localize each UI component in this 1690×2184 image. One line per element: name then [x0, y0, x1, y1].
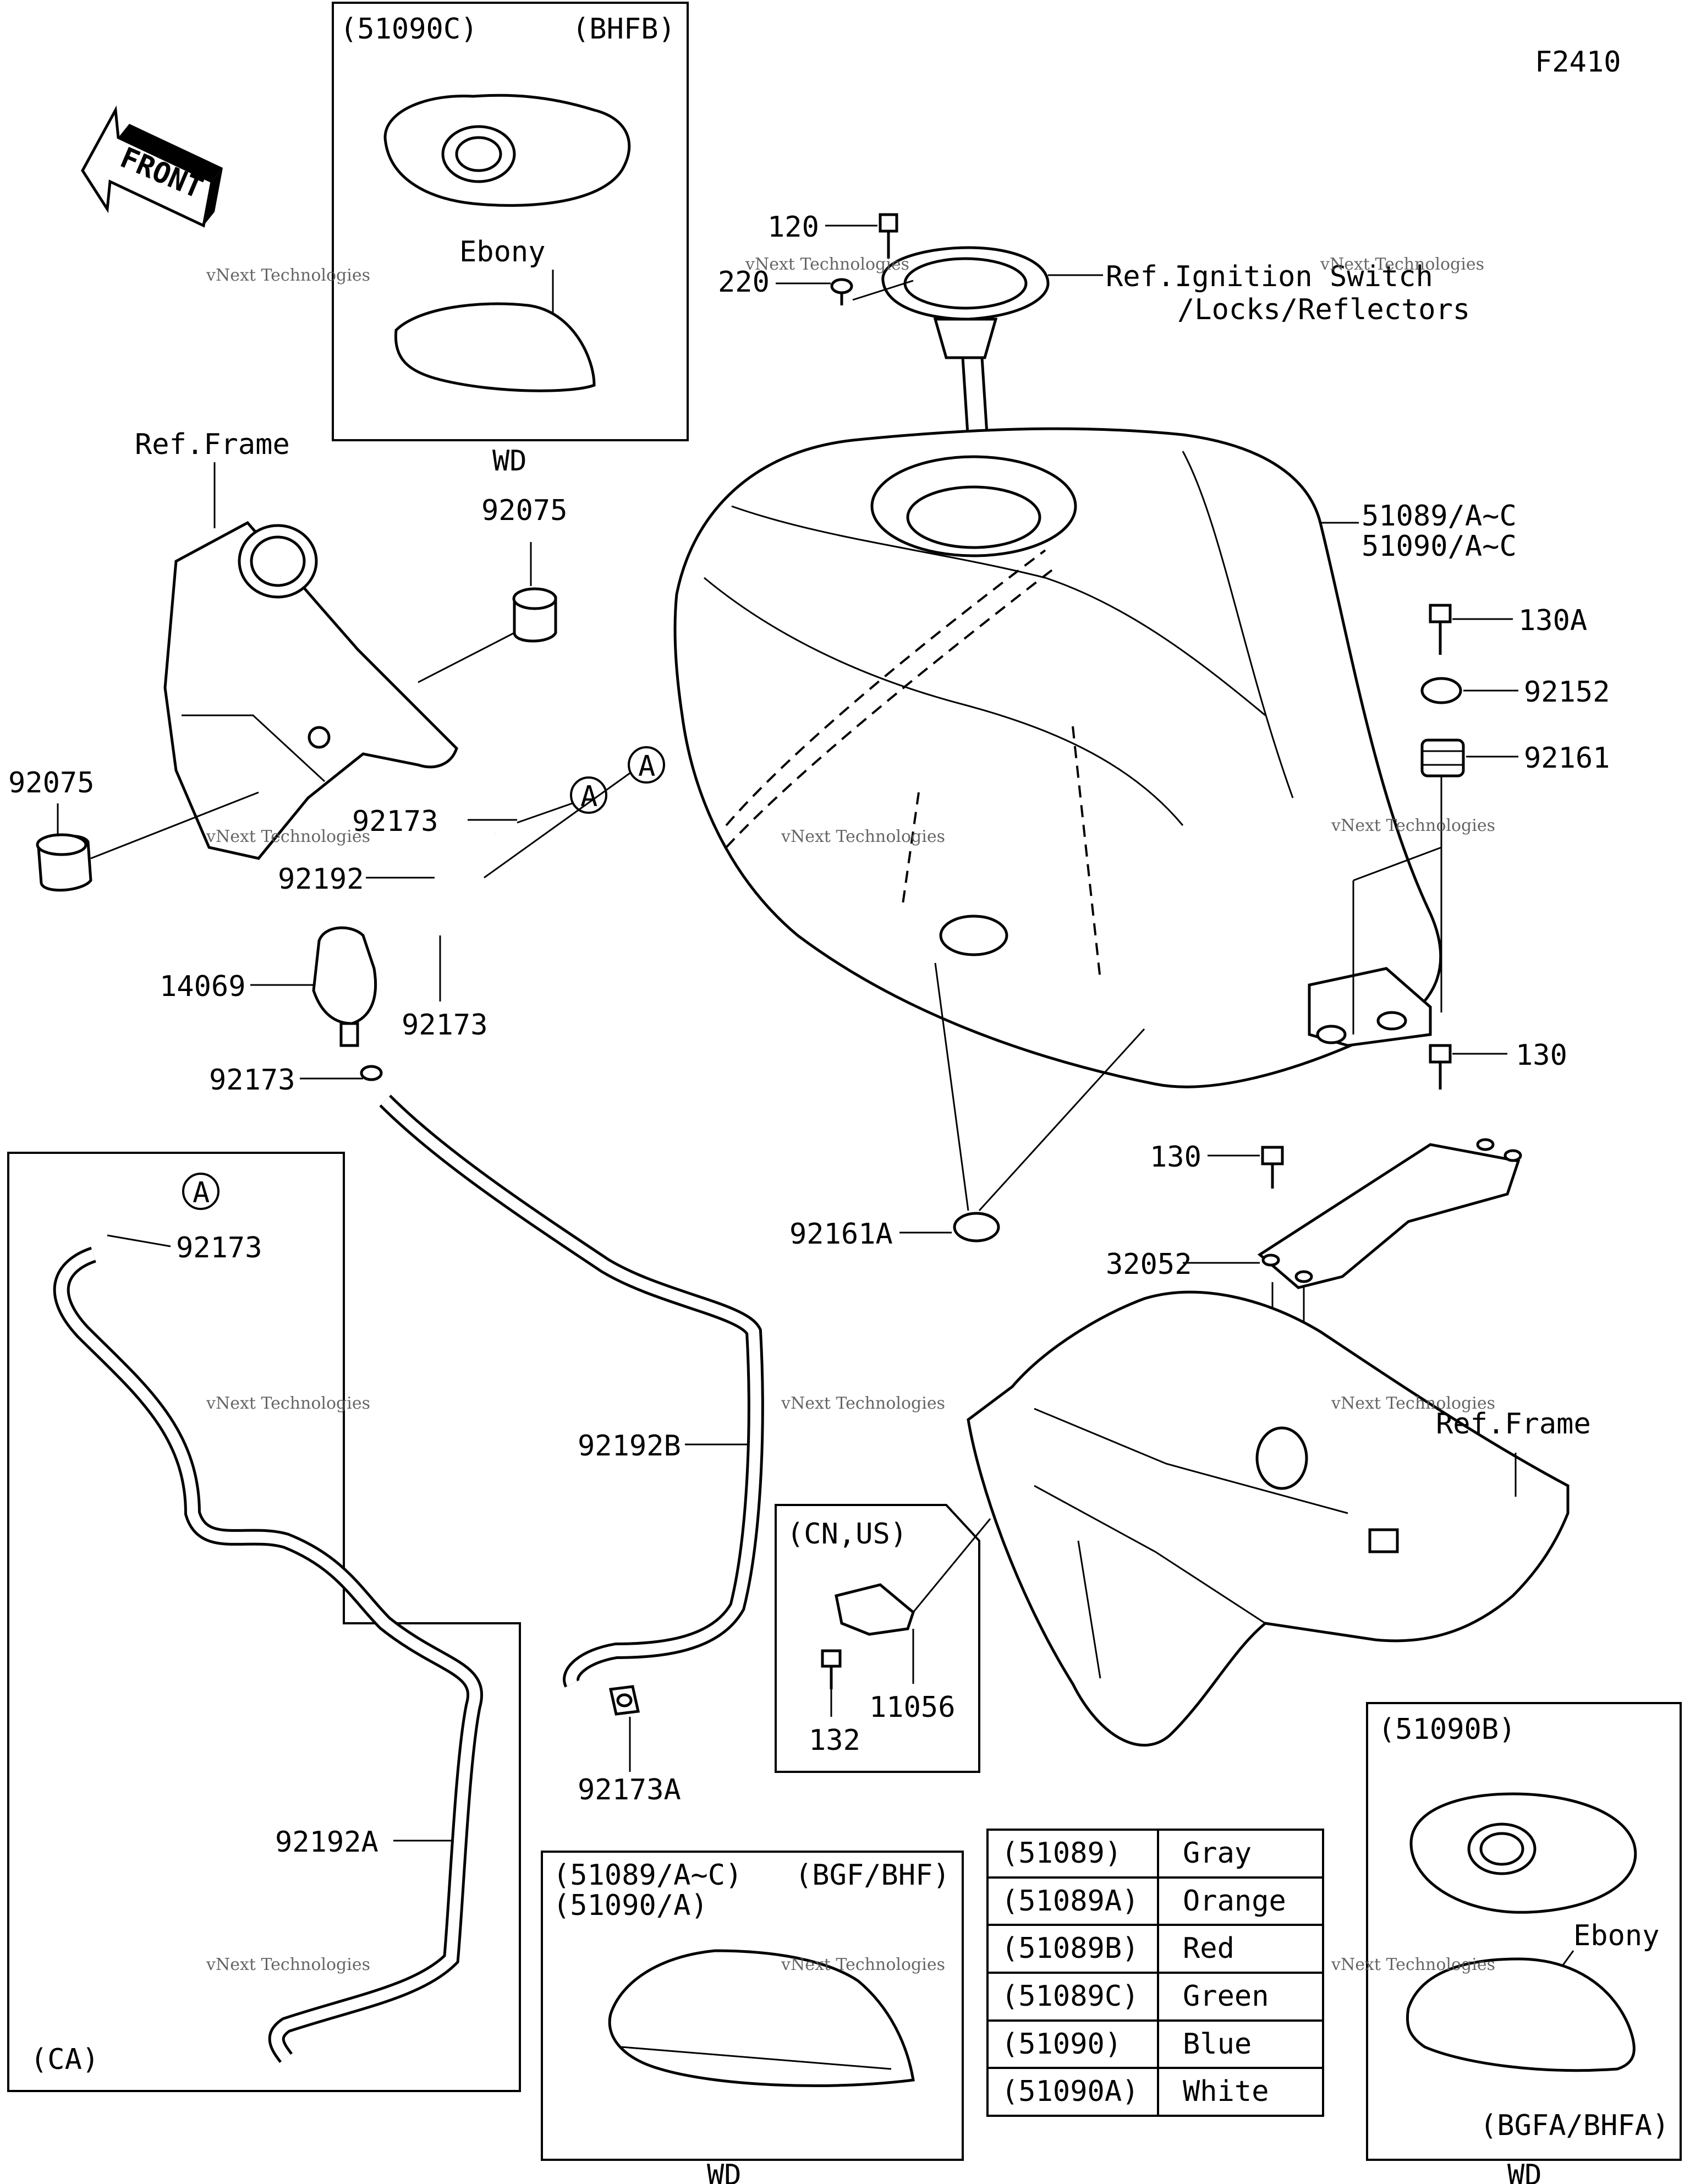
label-ref-frame-right: Ref.Frame [1436, 1408, 1591, 1441]
label-220: 220 [718, 266, 770, 299]
watermark-text: vNext Technologies [781, 1955, 945, 1974]
inset-cnus-bracket: 11056 [869, 1691, 956, 1724]
watermark-text: vNext Technologies [1331, 1955, 1495, 1974]
inset-ca-circle: A [193, 1176, 210, 1209]
label-ref-ignition-2: /Locks/Reflectors [1177, 293, 1470, 326]
label-130a: 130A [1518, 604, 1587, 637]
label-92161: 92161 [1524, 742, 1610, 775]
rubber-92075-left [36, 833, 92, 892]
label-ref-frame-top: Ref.Frame [135, 428, 290, 461]
color-table-color-2: Red [1183, 1932, 1234, 1965]
hose-92192b [379, 1094, 764, 1688]
inset-bgfa: (51090B) Ebony (BGFA/BHFA) WD [1366, 1702, 1682, 2184]
inset-bgfa-footer: WD [1507, 2159, 1542, 2184]
watermark-text: vNext Technologies [206, 266, 370, 285]
inset-bhfb: (51090C) (BHFB) Ebony WD [332, 2, 689, 478]
valve-14069 [312, 926, 377, 1047]
inset-ca-hose: 92192A [275, 1826, 378, 1859]
watermark-text: vNext Technologies [1331, 1394, 1495, 1413]
label-92173-a: 92173 [352, 805, 438, 838]
inset-bgfa-model: (BGFA/BHFA) [1480, 2109, 1669, 2142]
label-92152: 92152 [1524, 676, 1610, 709]
inset-bgf: (51089/A~C) (51090/A) (BGF/BHF) WD [541, 1851, 964, 2184]
inset-bgf-model: (BGF/BHF) [795, 1859, 950, 1892]
bolt-130a [1429, 604, 1452, 655]
color-table-code-4: (51090) [1001, 2028, 1122, 2061]
rear-frame [967, 1290, 1570, 1747]
watermark-text: vNext Technologies [781, 1394, 945, 1413]
watermark-text: vNext Technologies [206, 1394, 370, 1413]
inset-bgf-footer: WD [707, 2159, 742, 2184]
inset-ca: A 92173 92192A (CA) [7, 1152, 521, 2092]
watermark-text: vNext Technologies [206, 1955, 370, 1974]
color-table-code-3: (51089C) [1001, 1980, 1139, 2013]
bolt-130-mid [1261, 1146, 1284, 1189]
color-table-code-5: (51090A) [1001, 2075, 1139, 2108]
front-arrow-icon: FRONT [81, 105, 223, 228]
watermark-text: vNext Technologies [206, 827, 370, 846]
clamp-92173a [608, 1685, 640, 1716]
bolt-130-right [1429, 1044, 1452, 1090]
label-130-mid: 130 [1150, 1141, 1201, 1174]
watermark: vNext Technologies vNext Technologies vN… [206, 255, 1495, 1974]
circle-a2: A [580, 780, 597, 813]
label-14069: 14069 [160, 970, 246, 1003]
damper-92161a [953, 1212, 1000, 1242]
watermark-text: vNext Technologies [745, 255, 909, 274]
color-table-color-0: Gray [1183, 1837, 1252, 1870]
label-51090: 51090/A~C [1362, 530, 1517, 563]
head-pipe-frame [163, 521, 458, 860]
label-120: 120 [767, 211, 819, 244]
inset-bhfb-color: Ebony [459, 236, 546, 269]
label-32052: 32052 [1106, 1248, 1192, 1281]
color-table-color-1: Orange [1183, 1885, 1286, 1918]
inset-cnus: (CN,US) 132 11056 [775, 1504, 991, 1773]
rubber-92075-top [512, 587, 557, 643]
inset-cnus-region: (CN,US) [787, 1518, 907, 1551]
inset-bhfb-part: (51090C) [340, 13, 478, 46]
label-92173-c: 92173 [209, 1064, 295, 1097]
bracket-32052 [1257, 1138, 1522, 1289]
inset-bhfb-model: (BHFB) [572, 13, 676, 46]
label-92173a: 92173A [578, 1774, 681, 1807]
label-92075-left: 92075 [8, 767, 95, 800]
label-130-right: 130 [1516, 1039, 1567, 1072]
damper-92161 [1420, 738, 1465, 778]
color-table-code-2: (51089B) [1001, 1932, 1139, 1965]
color-table-color-5: White [1183, 2075, 1269, 2108]
fuel-cap-assembly [830, 213, 1050, 485]
label-92075-top: 92075 [481, 494, 568, 527]
label-92161a: 92161A [789, 1218, 893, 1251]
label-ref-ignition-1: Ref.Ignition Switch [1106, 260, 1433, 293]
inset-ca-region: (CA) [30, 2043, 99, 2076]
inset-bgfa-color: Ebony [1573, 1919, 1660, 1952]
watermark-text: vNext Technologies [781, 827, 945, 846]
inset-bgf-part2: (51090/A) [553, 1889, 708, 1922]
color-table-code-0: (51089) [1001, 1837, 1122, 1870]
inset-bhfb-footer: WD [492, 445, 527, 478]
fuel-tank [673, 427, 1442, 1088]
watermark-text: vNext Technologies [1331, 816, 1495, 835]
watermark-text: vNext Technologies [1320, 255, 1484, 274]
color-table: (51089) Gray (51089A) Orange (51089B) Re… [986, 1829, 1324, 2117]
inset-cnus-bolt: 132 [809, 1724, 860, 1757]
color-table-color-3: Green [1183, 1980, 1269, 2013]
color-table-code-1: (51089A) [1001, 1885, 1139, 1918]
inset-bgf-part1: (51089/A~C) [553, 1859, 742, 1892]
label-51089: 51089/A~C [1362, 500, 1517, 533]
circle-a1: A [638, 750, 655, 783]
inset-ca-clamp: 92173 [176, 1231, 262, 1265]
label-92192b: 92192B [578, 1430, 681, 1463]
washer-92152 [1420, 677, 1462, 704]
inset-bgfa-part: (51090B) [1378, 1713, 1516, 1746]
hose-92192 [424, 829, 496, 940]
label-92192: 92192 [278, 863, 364, 896]
label-92173-b: 92173 [402, 1009, 488, 1042]
color-table-color-4: Blue [1183, 2028, 1252, 2061]
diagram-code: F2410 [1535, 46, 1621, 79]
